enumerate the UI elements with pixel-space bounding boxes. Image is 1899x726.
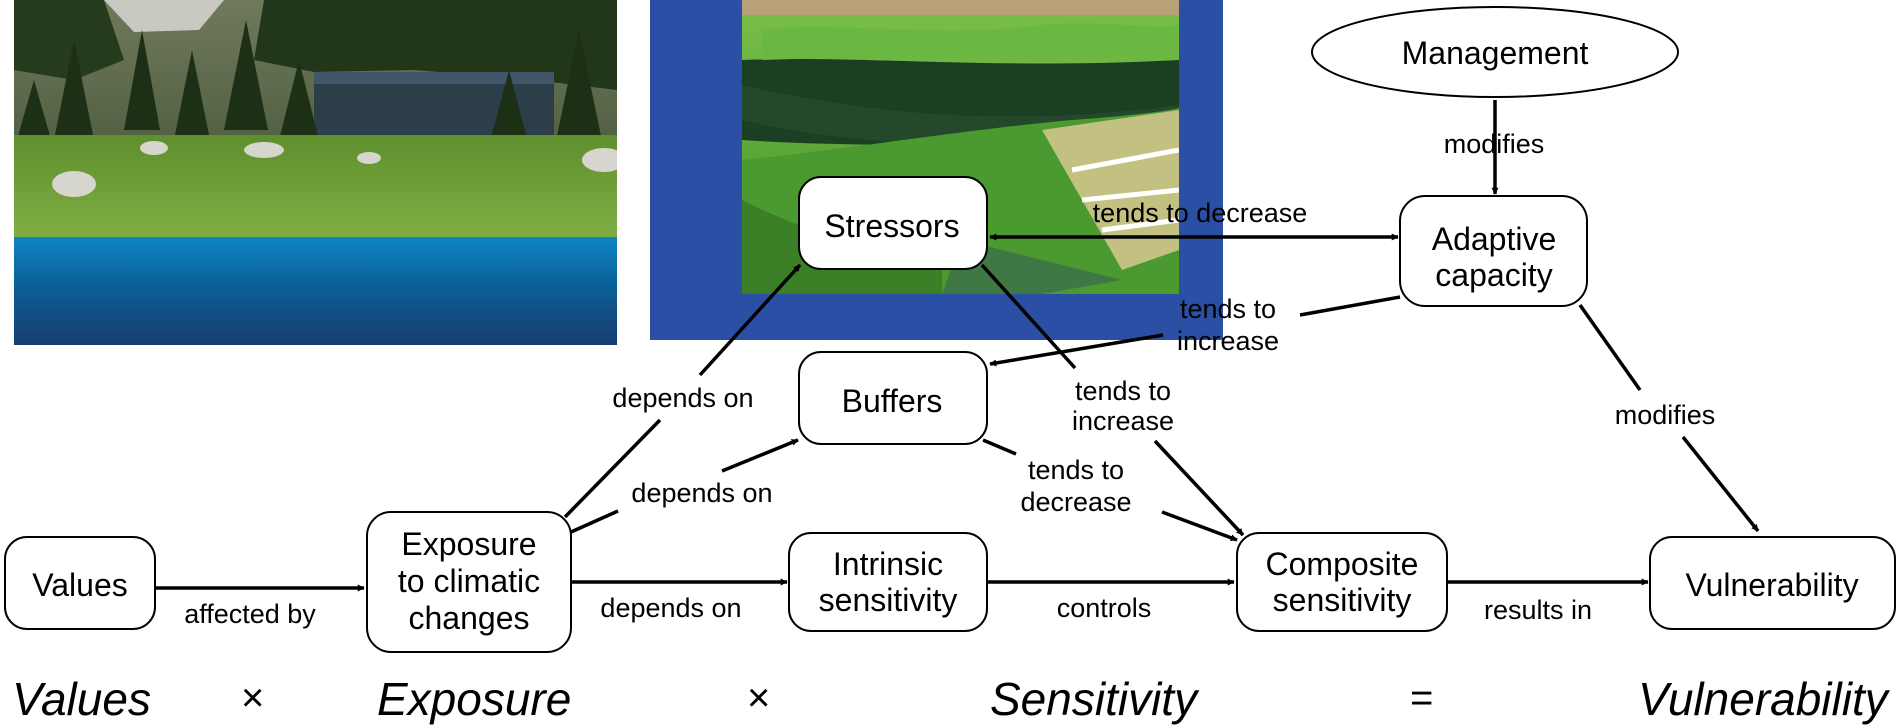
buffers-label: Buffers	[842, 383, 943, 419]
edge-label-stressors-composite-1: tends to	[1075, 376, 1171, 406]
equation-vulnerability: Vulnerability	[1638, 673, 1888, 725]
equation-exposure: Exposure	[377, 673, 572, 725]
edge-adaptive-buffers-b	[989, 333, 1164, 367]
edge-label-intrinsic-composite: controls	[1057, 593, 1152, 623]
edge-exposure-stressors-a	[563, 418, 662, 519]
exposure-label-3: changes	[409, 600, 530, 636]
intrinsic-sensitivity-node	[788, 532, 988, 632]
exposure-node	[366, 511, 572, 653]
stressors-label: Stressors	[824, 208, 959, 244]
edge-label-exposure-stressors: depends on	[612, 383, 753, 413]
exposure-label-1: Exposure	[401, 526, 536, 562]
stressors-node	[798, 176, 988, 270]
adaptive-capacity-label-2: capacity	[1435, 257, 1552, 293]
edge-exposure-buffers-b	[721, 438, 799, 473]
equation-values: Values	[12, 673, 151, 725]
vulnerability-label: Vulnerability	[1685, 567, 1858, 603]
edge-label-values-exposure: affected by	[184, 599, 316, 629]
edge-label-exposure-buffers: depends on	[631, 478, 772, 508]
exposure-label-2: to climatic	[398, 563, 540, 599]
adaptive-capacity-node	[1399, 195, 1588, 307]
edge-label-exposure-intrinsic: depends on	[600, 593, 741, 623]
edge-label-composite-vulnerability: results in	[1484, 595, 1592, 625]
equation-sensitivity: Sensitivity	[990, 673, 1198, 725]
edge-label-adaptive-buffers-1: tends to	[1180, 294, 1276, 324]
edge-label-adaptive-vulnerability: modifies	[1615, 400, 1716, 430]
edge-label-management-adaptive: modifies	[1444, 129, 1545, 159]
vulnerability-node	[1649, 536, 1896, 630]
management-node	[1311, 6, 1679, 98]
edge-exposure-buffers-a	[570, 509, 619, 534]
management-label: Management	[1402, 35, 1589, 71]
intrinsic-sensitivity-label-1: Intrinsic	[833, 546, 943, 582]
edge-label-buffers-composite-2: decrease	[1020, 487, 1131, 517]
values-node	[4, 536, 156, 630]
edge-exposure-stressors-b	[698, 263, 802, 377]
equation-times-2: ×	[747, 676, 771, 720]
edge-label-stressors-adaptive: tends to decrease	[1093, 198, 1308, 228]
edge-adaptive-vulnerability-b	[1681, 435, 1760, 533]
adaptive-capacity-label-1: Adaptive	[1432, 221, 1557, 257]
intrinsic-sensitivity-label-2: sensitivity	[819, 582, 958, 618]
edge-label-buffers-composite-1: tends to	[1028, 455, 1124, 485]
values-label: Values	[32, 567, 127, 603]
edge-stressors-composite-a	[980, 263, 1077, 370]
equation-times-1: ×	[241, 676, 265, 720]
lake-photo	[14, 0, 617, 345]
composite-sensitivity-node	[1236, 532, 1448, 632]
composite-sensitivity-label-2: sensitivity	[1273, 582, 1412, 618]
buffers-node	[798, 351, 988, 445]
edge-buffers-composite-b	[1161, 510, 1238, 542]
edge-buffers-composite-a	[982, 438, 1017, 456]
edge-stressors-composite-b	[1153, 439, 1245, 537]
edge-adaptive-vulnerability-a	[1578, 303, 1642, 392]
edge-label-adaptive-buffers-2: increase	[1177, 326, 1279, 356]
edge-adaptive-buffers-a	[1299, 295, 1401, 317]
equation-equals: =	[1410, 676, 1434, 720]
composite-sensitivity-label-1: Composite	[1266, 546, 1419, 582]
edge-label-stressors-composite-2: increase	[1072, 406, 1174, 436]
